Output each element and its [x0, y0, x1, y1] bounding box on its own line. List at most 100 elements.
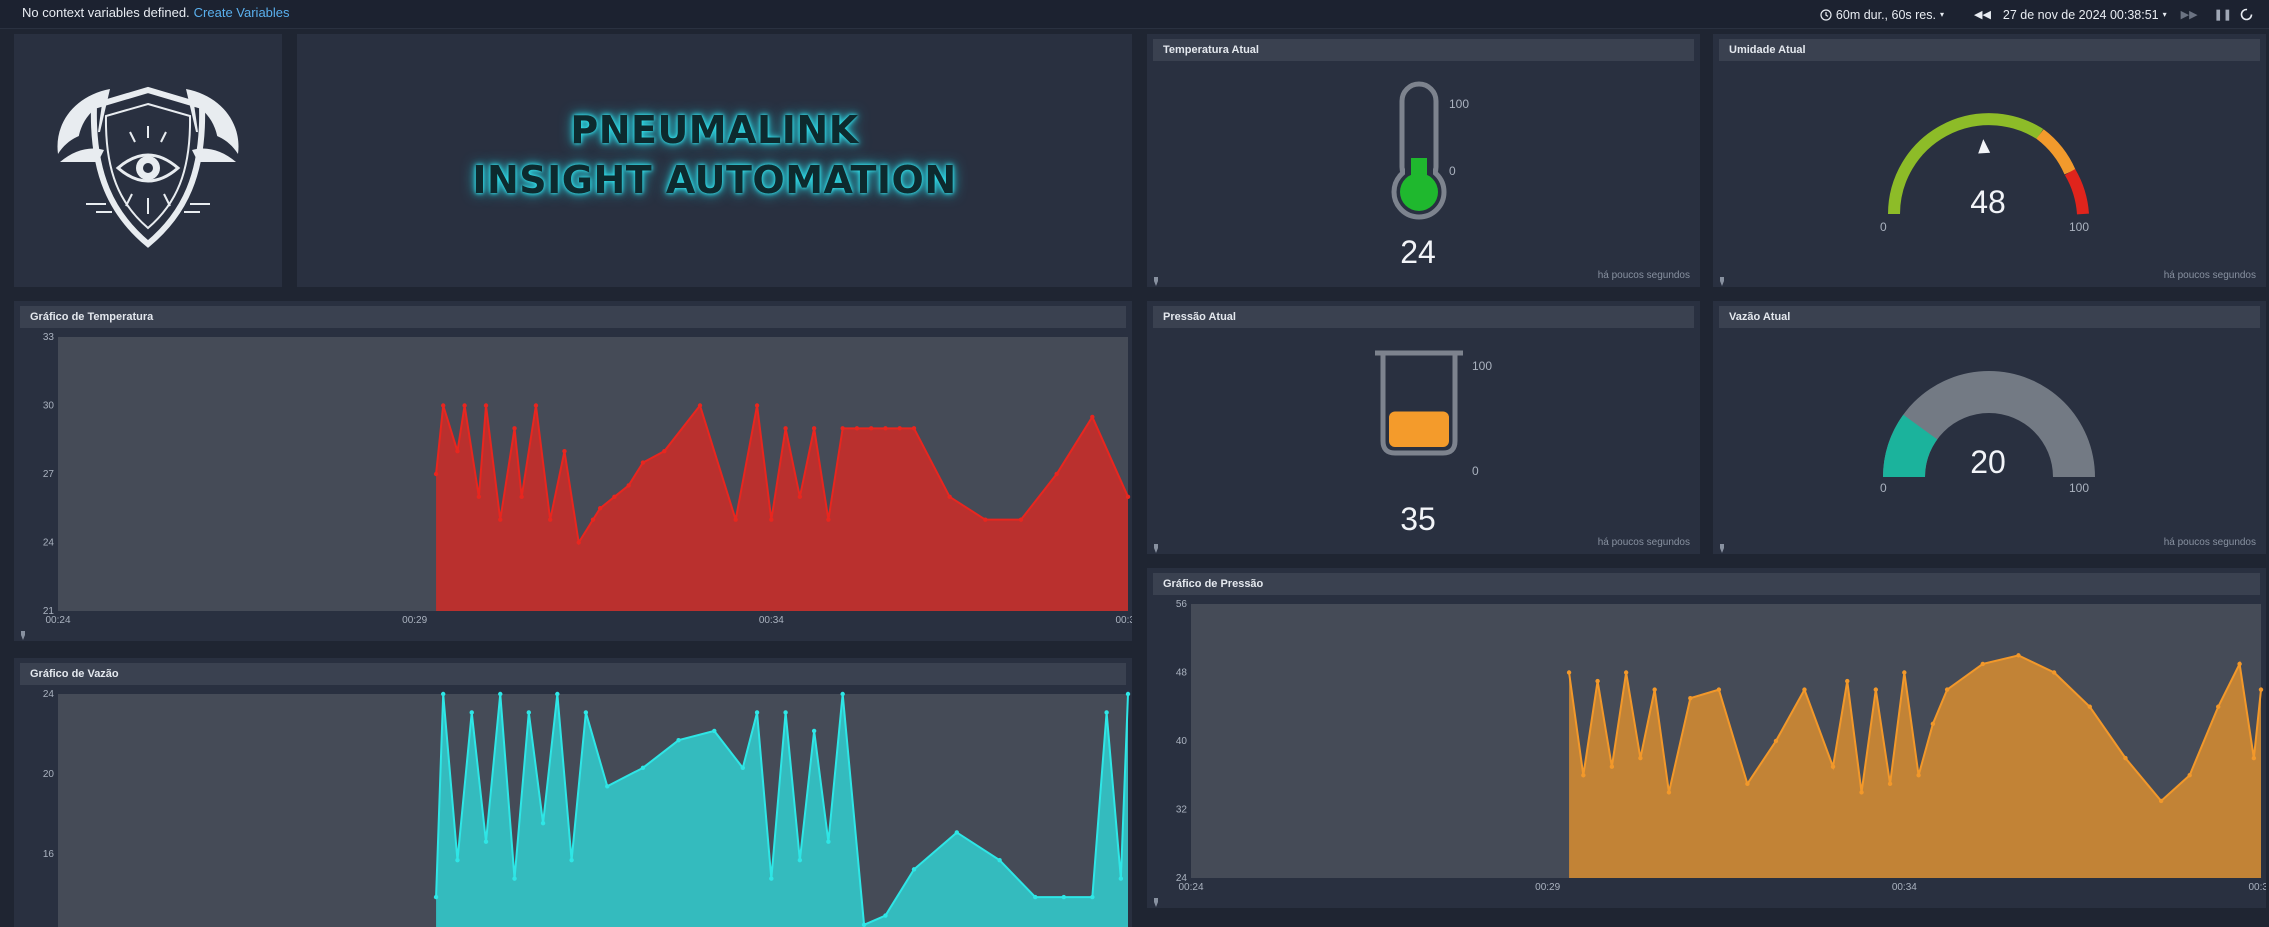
data-point — [512, 426, 517, 431]
x-tick-label: 00:34 — [759, 615, 784, 626]
datetime-label: 27 de nov de 2024 00:38:51 — [2002, 7, 2159, 22]
data-point — [854, 426, 860, 431]
gauge-fill — [1883, 414, 1938, 477]
brand-line-2: INSIGHT AUTOMATION — [472, 158, 957, 202]
duration-label: 60m dur., 60s res. — [1835, 7, 1936, 22]
pause-button[interactable]: ❚❚ — [2213, 9, 2232, 21]
temperature-gauge-panel: Temperatura Atual 100 0 24 há poucos seg… — [1147, 34, 1700, 287]
data-point — [954, 830, 959, 835]
data-point — [1104, 710, 1109, 715]
forward-button[interactable]: ▶▶ — [2180, 9, 2198, 21]
context-notice: No context variables defined.Create Vari… — [22, 5, 290, 20]
data-point — [783, 710, 788, 715]
data-point — [2187, 773, 2192, 778]
data-point — [512, 876, 517, 881]
data-point — [569, 857, 574, 863]
data-point — [441, 403, 446, 408]
x-tick-label: 00:24 — [1178, 882, 1203, 893]
data-point — [2123, 755, 2128, 761]
data-point — [1595, 678, 1600, 684]
scale-min: 0 — [1880, 220, 1887, 234]
data-point — [433, 471, 439, 477]
y-tick-label: 40 — [1176, 736, 1188, 747]
data-point — [1581, 773, 1586, 778]
data-point — [1118, 876, 1124, 881]
panel-title: Gráfico de Vazão — [20, 663, 1126, 685]
data-point — [597, 506, 603, 511]
refresh-icon[interactable] — [2240, 8, 2253, 21]
create-variables-link[interactable]: Create Variables — [193, 5, 290, 20]
data-point — [1845, 678, 1850, 684]
data-point — [612, 494, 617, 500]
data-point — [947, 494, 952, 500]
data-point — [2216, 704, 2221, 709]
humidity-arc-gauge — [1888, 113, 2089, 215]
data-point — [662, 448, 667, 454]
data-point — [640, 460, 646, 465]
data-point — [1061, 894, 1067, 900]
current-value: 24 — [1400, 234, 1436, 270]
data-point — [1873, 687, 1878, 692]
scale-min: 0 — [1449, 164, 1456, 178]
data-point — [769, 876, 774, 881]
datetime-picker[interactable]: 27 de nov de 2024 00:38:51 ▾ — [2003, 8, 2167, 22]
data-point — [733, 517, 738, 522]
data-point — [526, 710, 531, 715]
data-point — [1902, 670, 1907, 675]
top-bar: No context variables defined.Create Vari… — [0, 0, 2269, 29]
data-point — [576, 540, 581, 545]
data-point — [869, 426, 874, 431]
panel-title: Temperatura Atual — [1153, 39, 1694, 61]
last-update: há poucos segundos — [1597, 537, 1690, 548]
series-area — [436, 694, 1128, 927]
pin-icon — [1153, 540, 1159, 553]
data-point — [811, 728, 817, 734]
data-point — [1125, 691, 1131, 697]
panel-title: Pressão Atual — [1153, 306, 1694, 328]
data-point — [1916, 773, 1921, 778]
brand-panel: PNEUMALINK INSIGHT AUTOMATION — [297, 34, 1132, 287]
flow-donut-gauge — [1883, 371, 2095, 477]
chevron-down-icon: ▾ — [1939, 10, 1944, 19]
brand-line-1: PNEUMALINK — [570, 108, 859, 152]
tank-gauge — [1375, 350, 1463, 456]
data-point — [548, 517, 553, 522]
thermometer-bulb — [1400, 173, 1438, 211]
y-tick-label: 48 — [1176, 668, 1188, 679]
data-point — [1054, 471, 1059, 477]
data-point — [712, 728, 717, 734]
y-tick-label: 16 — [43, 849, 55, 860]
data-point — [562, 448, 567, 454]
data-point — [983, 517, 988, 522]
humidity-gauge-panel: Umidade Atual 48 0 100 há poucos segundo… — [1713, 34, 2266, 287]
data-point — [697, 403, 703, 408]
data-point — [1930, 721, 1936, 727]
clock-icon — [1820, 8, 1832, 21]
data-point — [441, 691, 446, 697]
logo-panel — [14, 34, 282, 287]
y-tick-label: 56 — [1176, 599, 1188, 610]
data-point — [1609, 764, 1615, 769]
x-tick-label: 00:29 — [1535, 882, 1560, 893]
data-point — [840, 691, 845, 697]
data-point — [1716, 687, 1722, 692]
data-point — [433, 894, 439, 900]
data-point — [605, 784, 610, 789]
data-point — [911, 426, 917, 431]
data-point — [911, 867, 917, 872]
last-update: há poucos segundos — [2163, 537, 2256, 548]
data-point — [498, 517, 503, 522]
rewind-button[interactable]: ◀◀ — [1974, 9, 1991, 21]
data-point — [1944, 687, 1950, 692]
y-tick-label: 33 — [43, 332, 55, 343]
y-tick-label: 27 — [43, 469, 55, 480]
x-tick-label: 00:39 — [2248, 882, 2266, 893]
gauge-needle — [1978, 139, 1991, 154]
data-point — [754, 403, 760, 408]
data-point — [1666, 790, 1672, 795]
data-point — [1887, 781, 1893, 787]
duration-picker[interactable]: 60m dur., 60s res. ▾ — [1820, 8, 1944, 22]
data-point — [583, 710, 589, 715]
